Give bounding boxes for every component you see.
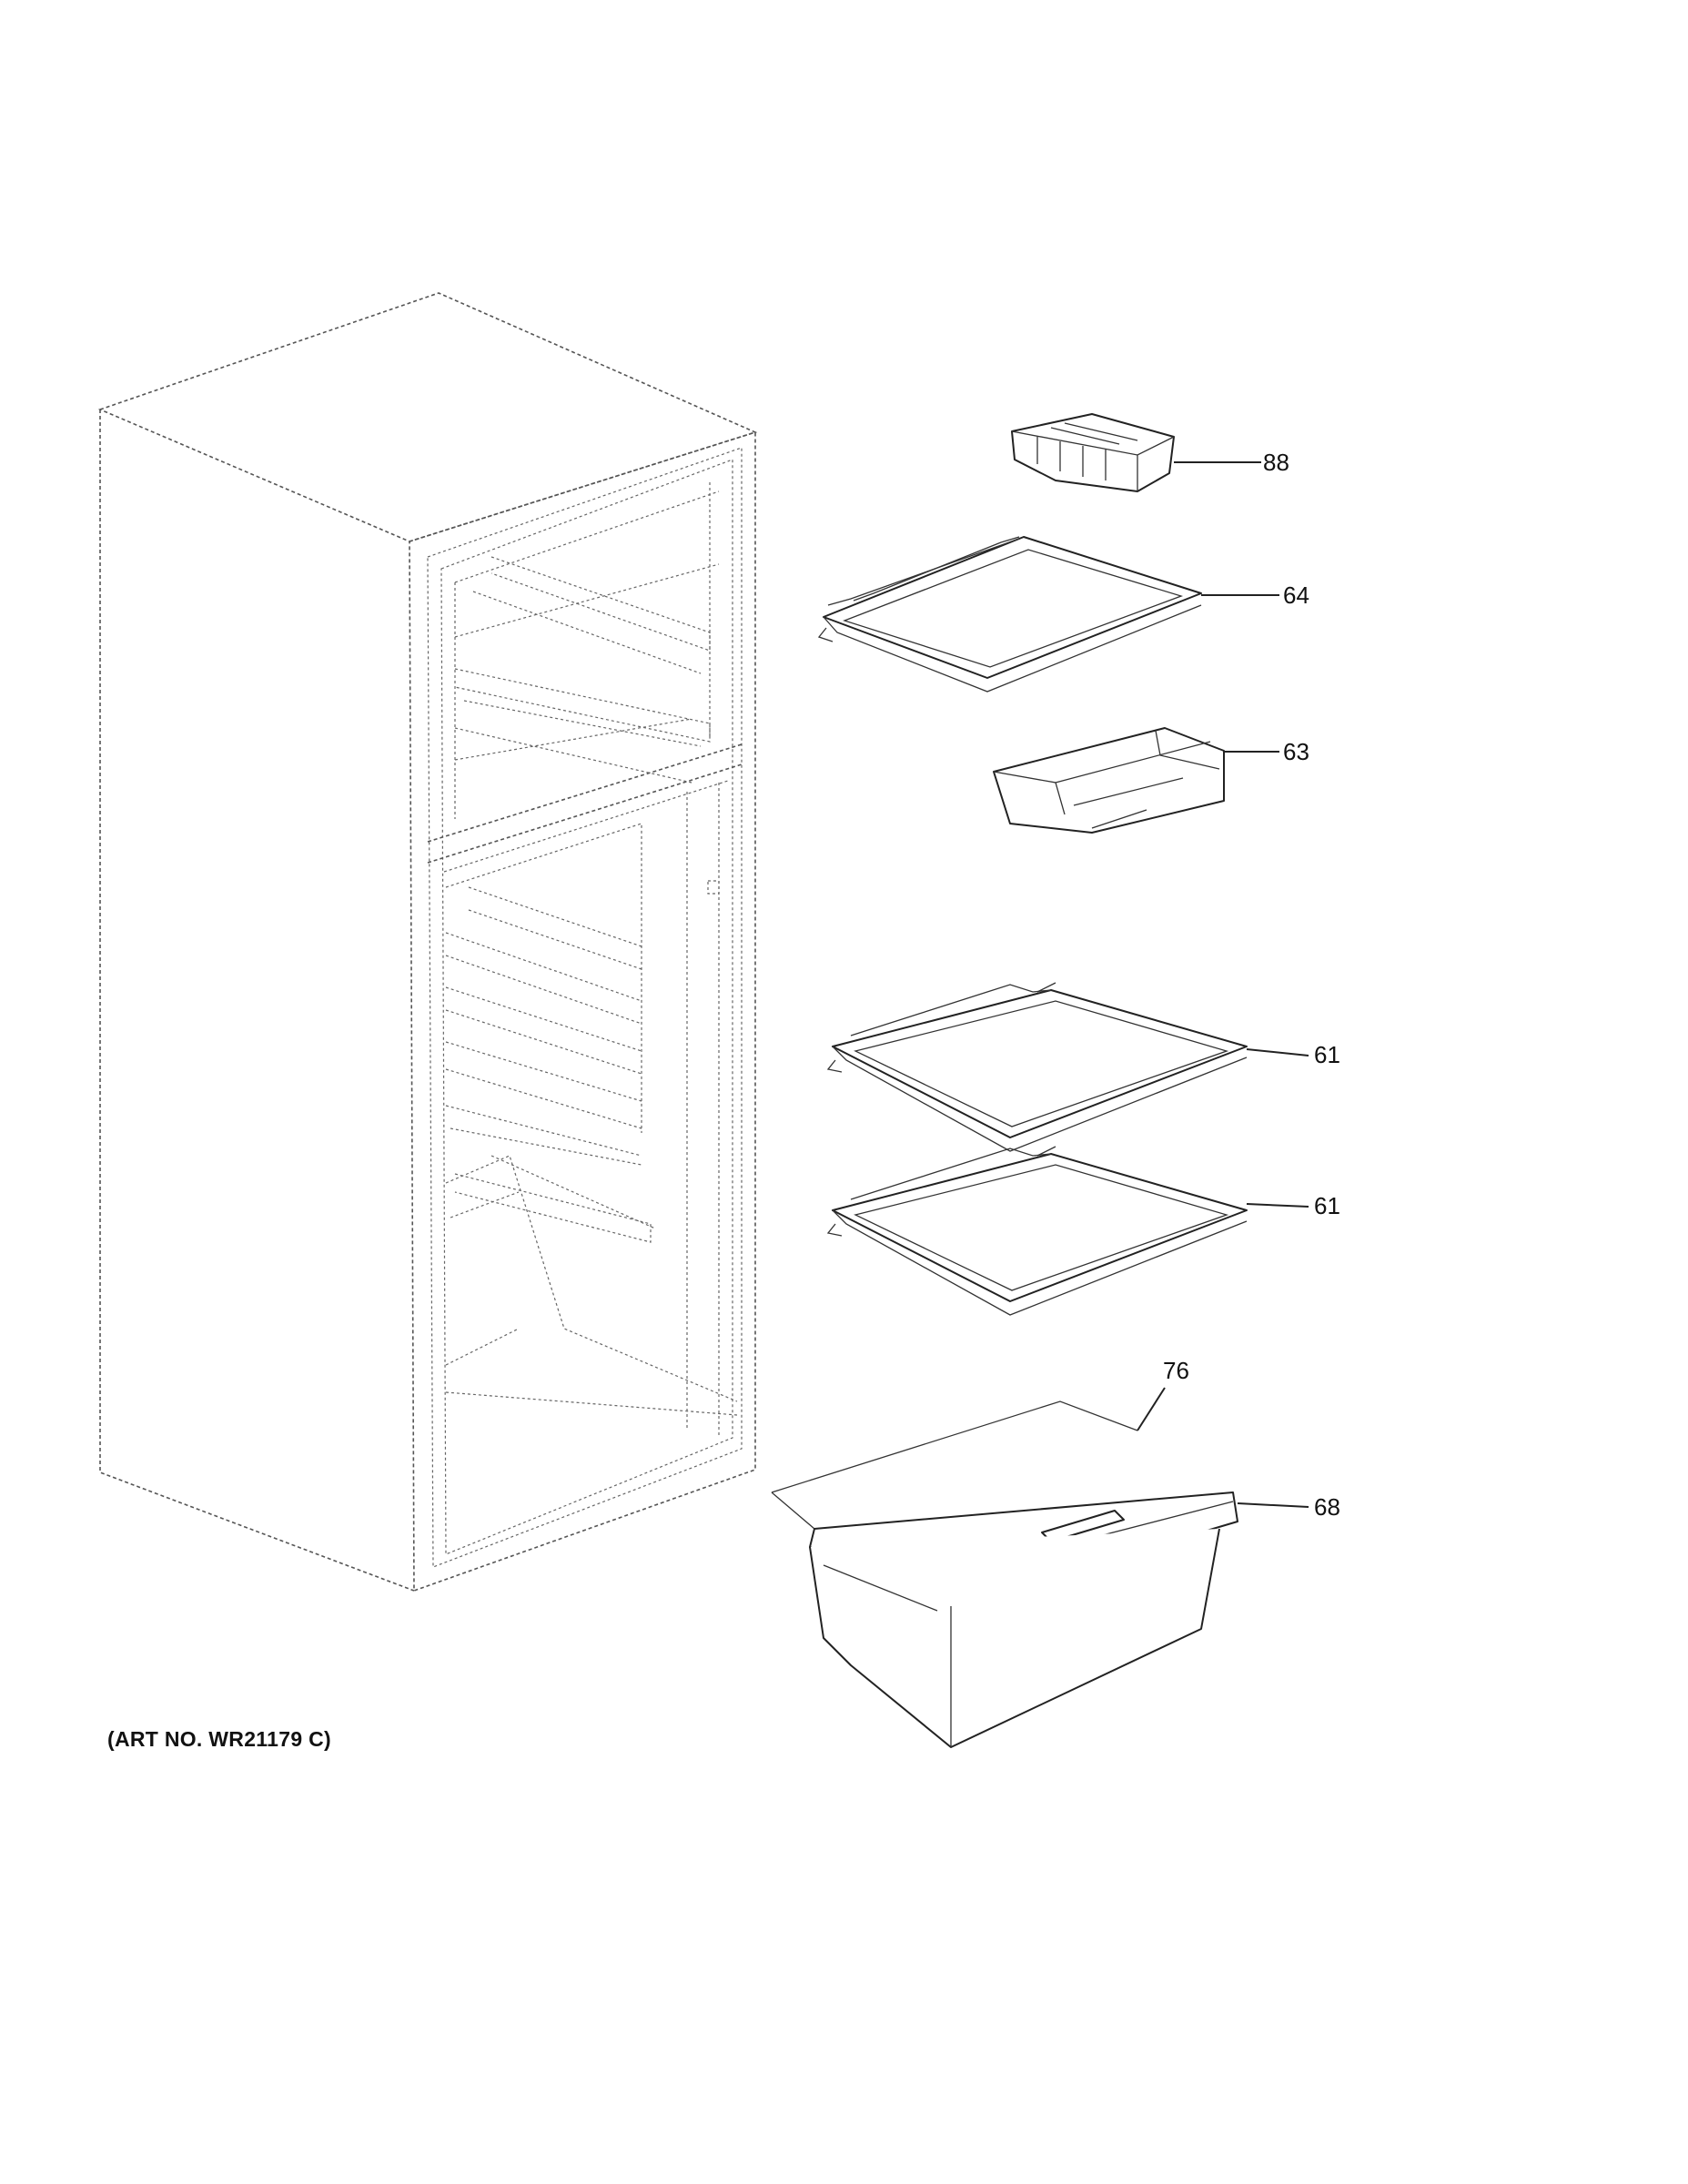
callout-88: 88 — [1263, 449, 1289, 476]
leader-76 — [1137, 1387, 1166, 1431]
leader-68 — [1237, 1502, 1309, 1508]
callout-68: 68 — [1314, 1493, 1340, 1521]
leader-61-lower — [1246, 1203, 1309, 1208]
art-number: (ART NO. WR21179 C) — [107, 1727, 331, 1751]
crisper-drawer-part — [771, 1400, 1238, 1748]
callout-64: 64 — [1283, 581, 1309, 609]
ice-tray-part — [1011, 413, 1175, 492]
freezer-shelf-part — [817, 536, 1202, 693]
freezer-bin-part — [993, 727, 1225, 834]
callout-76: 76 — [1163, 1357, 1189, 1384]
refrigerator-cabinet — [97, 292, 758, 1592]
fresh-food-shelf-upper-part — [826, 982, 1248, 1152]
leader-61-upper — [1246, 1048, 1309, 1057]
callout-63: 63 — [1283, 738, 1309, 765]
fresh-food-shelf-lower-part — [826, 1146, 1248, 1316]
callout-61-lower: 61 — [1314, 1192, 1340, 1219]
callout-61-upper: 61 — [1314, 1041, 1340, 1068]
